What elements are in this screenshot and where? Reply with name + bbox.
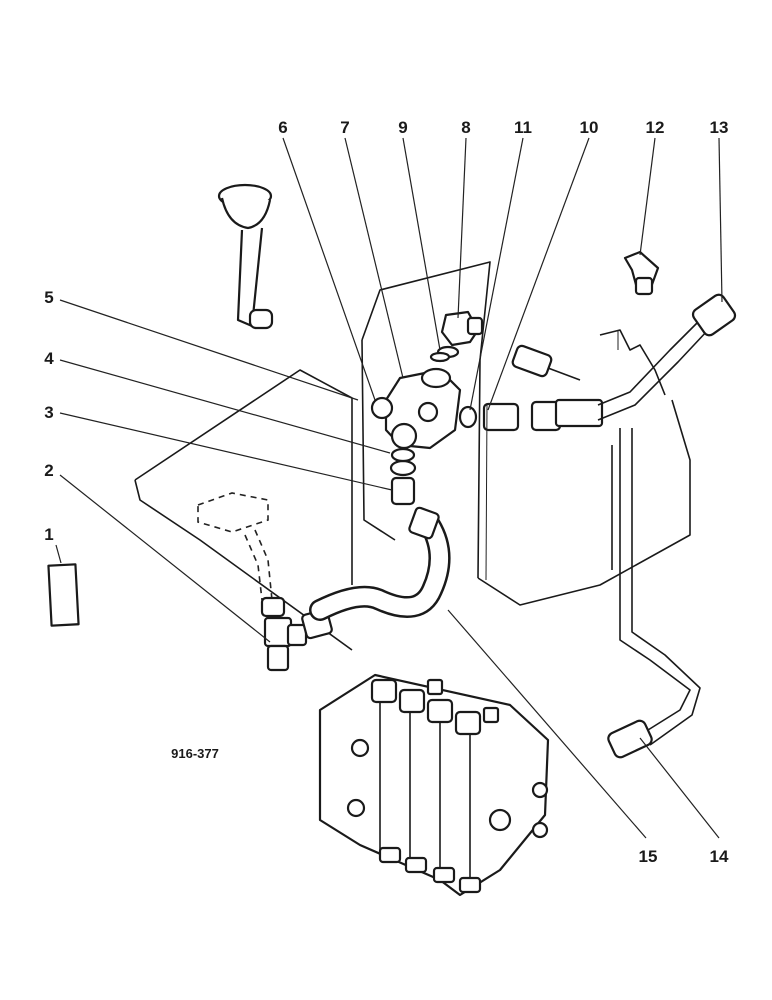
control-lever (217, 183, 274, 330)
elbow-fitting (429, 310, 484, 363)
callout-1: 1 (44, 525, 53, 544)
adapter-fitting (389, 447, 417, 506)
callout-2: 2 (44, 461, 53, 480)
callout-6: 6 (278, 118, 287, 137)
callout-9: 9 (398, 118, 407, 137)
callout-15: 15 (639, 847, 658, 866)
hydraulic-hose (309, 506, 451, 621)
hidden-fitting (197, 492, 279, 606)
callout-14: 14 (710, 847, 729, 866)
leader-lines (55, 137, 723, 839)
drawing-number: 916-377 (171, 746, 219, 761)
callout-13: 13 (710, 118, 729, 137)
callout-8: 8 (461, 118, 470, 137)
steel-pipe-upper (511, 293, 737, 421)
valve-body (370, 367, 462, 450)
cab-panel (134, 261, 691, 651)
straight-connector (458, 398, 604, 432)
angle-fitting (623, 250, 660, 296)
decal-part (47, 563, 80, 627)
steel-pipe-lower (607, 428, 701, 759)
callout-11: 11 (514, 118, 532, 137)
callout-7: 7 (340, 118, 349, 137)
callout-5: 5 (44, 288, 53, 307)
callout-labels: 1 2 3 4 5 6 7 8 9 10 11 12 13 14 15 (44, 118, 729, 866)
callout-12: 12 (646, 118, 665, 137)
control-valve-block (318, 673, 550, 897)
callout-10: 10 (580, 118, 599, 137)
callout-4: 4 (44, 349, 54, 368)
callout-3: 3 (44, 403, 53, 422)
